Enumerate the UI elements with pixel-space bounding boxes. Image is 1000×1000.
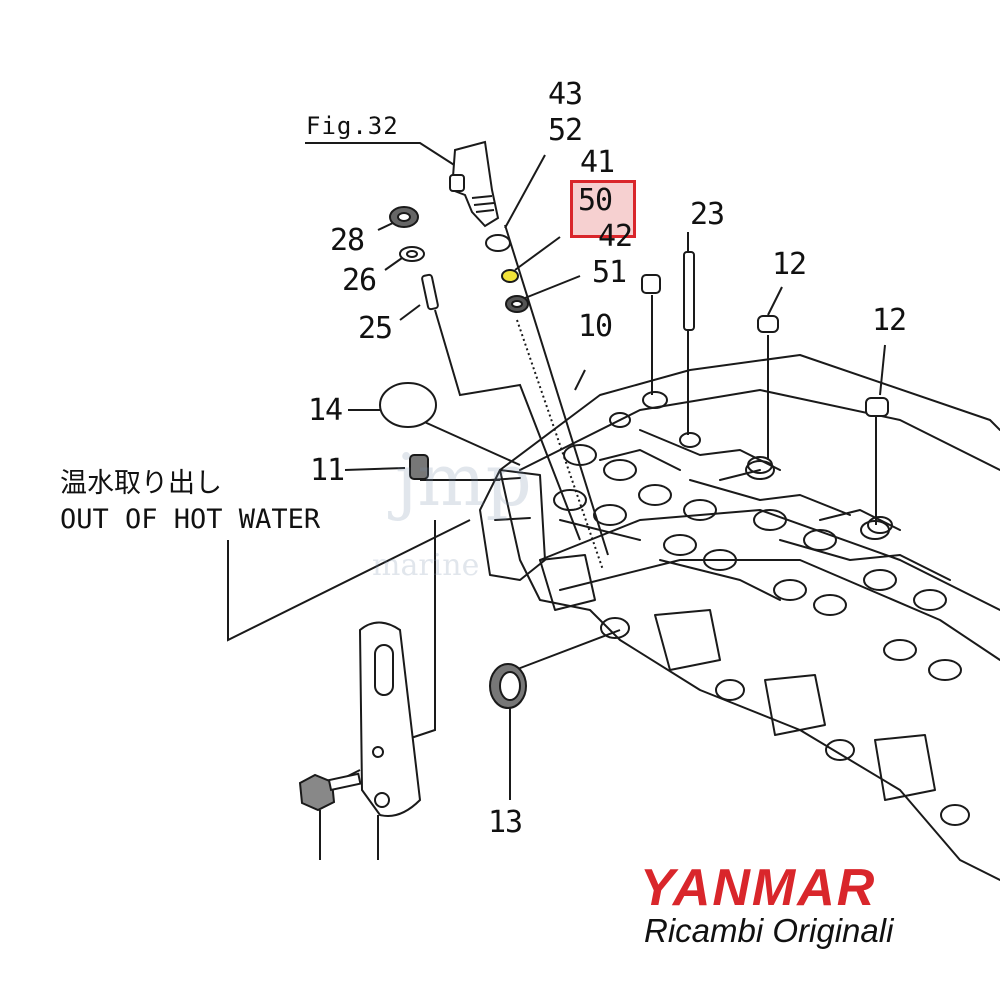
part-25 <box>421 273 439 311</box>
callout-12-a: 12 <box>772 247 807 282</box>
brand-logo: YANMAR <box>640 859 877 917</box>
part-12c <box>865 397 889 417</box>
hot-water-note-jp: 温水取り出し <box>60 468 222 499</box>
lifting-bracket <box>358 621 422 817</box>
cylinder-head-outline <box>499 354 1000 881</box>
part-23 <box>683 251 695 331</box>
watermark-sub: marine <box>372 548 480 583</box>
callout-52: 52 <box>548 113 583 148</box>
bracket-bolt <box>298 772 362 812</box>
callout-11: 11 <box>310 453 345 488</box>
callout-51: 51 <box>592 255 627 290</box>
injector-part <box>449 140 500 228</box>
callout-14: 14 <box>308 393 343 428</box>
hot-water-leader <box>227 519 471 642</box>
highlighted-part-box <box>570 180 636 238</box>
callout-50: 50 <box>578 183 613 218</box>
part-12a <box>641 274 661 294</box>
callout-13: 13 <box>488 805 523 840</box>
hot-water-note-en: OUT OF HOT WATER <box>60 504 321 535</box>
fig-ref-leader <box>305 142 463 171</box>
part-52 <box>485 234 511 252</box>
callout-23: 23 <box>690 197 725 232</box>
callout-42: 42 <box>598 219 633 254</box>
part-14 <box>379 382 437 428</box>
part-50 <box>501 269 519 283</box>
callout-28: 28 <box>330 223 365 258</box>
callout-26: 26 <box>342 263 377 298</box>
brand-tagline: Ricambi Originali <box>644 912 894 949</box>
part-11 <box>409 454 429 480</box>
callout-10: 10 <box>578 309 613 344</box>
valve-seats <box>553 444 962 681</box>
watermark: jmp <box>395 438 532 522</box>
callout-43: 43 <box>548 77 583 112</box>
figure-reference: Fig.32 <box>306 112 399 140</box>
callout-25: 25 <box>358 311 393 346</box>
part-12b <box>757 315 779 333</box>
callout-41: 41 <box>580 145 615 180</box>
exhaust-ports <box>539 554 936 801</box>
callout-12-b: 12 <box>872 303 907 338</box>
